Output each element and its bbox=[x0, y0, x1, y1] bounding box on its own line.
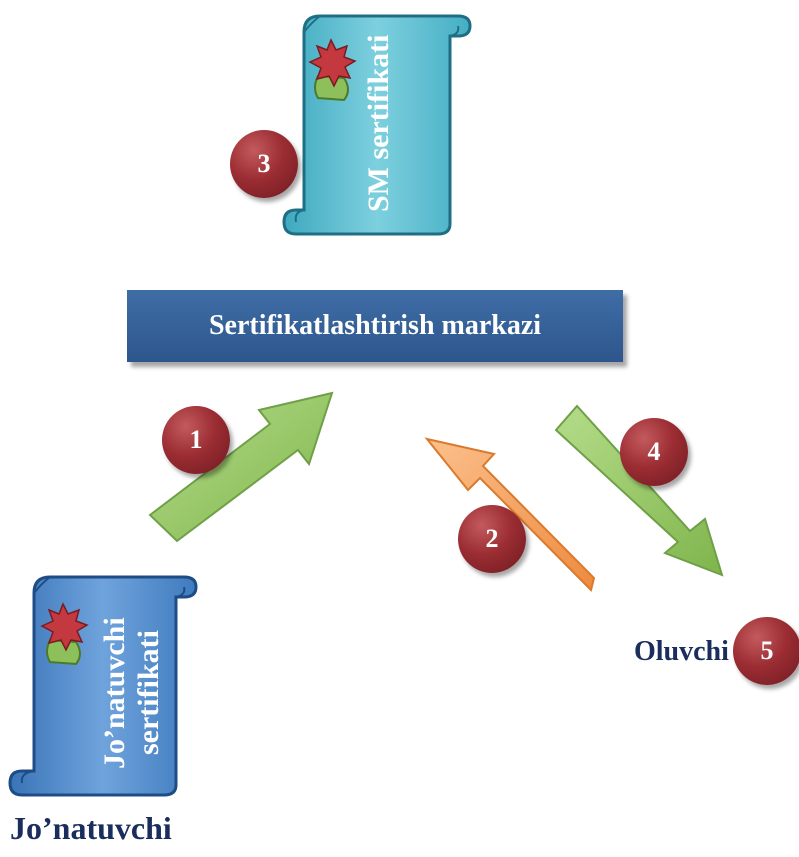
sender-label: Jo’natuvchi bbox=[10, 810, 172, 846]
step-badge-5: 5 bbox=[733, 617, 799, 685]
certification-center-label: Sertifikatlashtirish markazi bbox=[208, 310, 542, 341]
certification-center-box: Sertifikatlashtirish markazi bbox=[127, 290, 623, 362]
step-badge-1: 1 bbox=[162, 406, 230, 474]
receiver-label: Oluvchi bbox=[634, 636, 729, 667]
arrow-4 bbox=[554, 404, 724, 577]
step-badge-2: 2 bbox=[458, 505, 526, 573]
step-badge-3: 3 bbox=[230, 130, 298, 198]
seal-icon bbox=[40, 602, 89, 666]
arrow-2 bbox=[424, 437, 596, 592]
sender-certificate-line1: Jo’natuvchi bbox=[98, 617, 131, 769]
seal-icon bbox=[308, 38, 357, 102]
step-badge-4: 4 bbox=[620, 418, 688, 486]
arrow-1 bbox=[148, 391, 334, 543]
sender-certificate-line2: sertifikati bbox=[132, 630, 165, 756]
sender-certificate-text: Jo’natuvchi sertifikati bbox=[98, 598, 178, 788]
